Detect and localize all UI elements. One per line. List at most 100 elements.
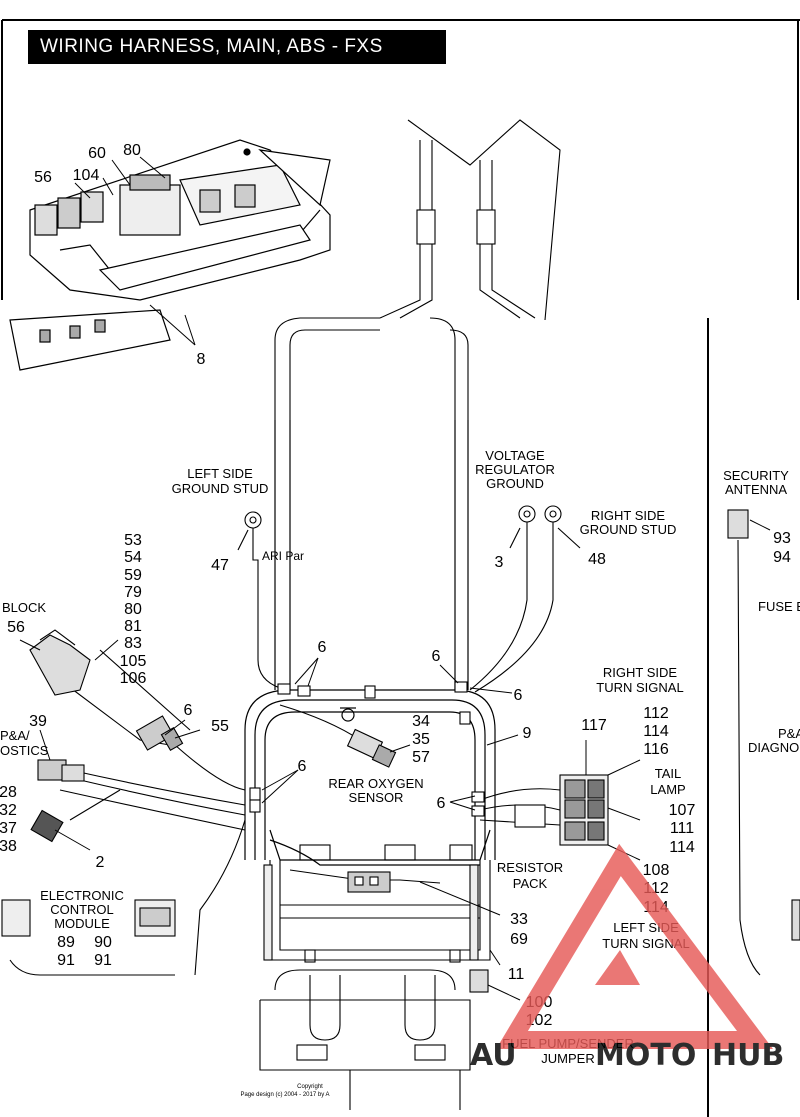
label-security-1: SECURITY xyxy=(723,468,789,483)
callout-35: 35 xyxy=(412,731,430,748)
label-pa-left-1: P&A/ xyxy=(0,728,30,743)
callout-111: 111 xyxy=(670,820,694,837)
label-security-2: ANTENNA xyxy=(725,482,787,497)
callout-47: 47 xyxy=(211,557,229,574)
callout-54: 54 xyxy=(124,549,142,566)
diagram-title: WIRING HARNESS, MAIN, ABS - FXS xyxy=(28,30,446,64)
security-antenna xyxy=(727,509,800,976)
callout-83: 83 xyxy=(124,635,142,652)
label-ecm-3: MODULE xyxy=(54,916,110,931)
label-left-ground-1: LEFT SIDE xyxy=(187,466,253,481)
callout-numbers: 60 80 56 104 8 47 3 48 93 94 53 54 59 79… xyxy=(0,142,791,1029)
callout-6-mid-left: 6 xyxy=(298,758,307,775)
callout-116: 116 xyxy=(643,741,669,758)
resistor-pack-connector xyxy=(289,869,441,893)
callout-93: 93 xyxy=(773,530,791,547)
callout-94: 94 xyxy=(773,549,791,566)
label-vreg-3: GROUND xyxy=(486,476,544,491)
label-rts-2: TURN SIGNAL xyxy=(596,680,683,695)
callout-108: 108 xyxy=(643,862,670,879)
watermark-triangle xyxy=(496,843,773,1049)
callout-114-mid: 114 xyxy=(669,839,695,856)
callout-80-list: 80 xyxy=(124,601,142,618)
label-ecm-1: ELECTRONIC xyxy=(40,888,124,903)
label-tail-1: TAIL xyxy=(655,766,682,781)
callout-79: 79 xyxy=(124,584,142,601)
label-pa-right-1: P&A xyxy=(778,726,800,741)
callout-104: 104 xyxy=(73,167,100,184)
leader-lines-top xyxy=(74,156,196,346)
callout-89: 89 xyxy=(57,934,75,951)
callout-112-top: 112 xyxy=(643,705,669,722)
callout-91-right: 91 xyxy=(94,952,112,969)
callout-91-left: 91 xyxy=(57,952,75,969)
callout-6-left: 6 xyxy=(184,702,193,719)
callout-28: 28 xyxy=(0,784,17,801)
label-copyright-1: Copyright xyxy=(297,1084,323,1090)
callout-37: 37 xyxy=(0,820,17,837)
label-resistor-1: RESISTOR xyxy=(497,860,563,875)
o2-sensor-connector xyxy=(346,728,397,768)
callout-59: 59 xyxy=(124,567,142,584)
watermark-text-mid: MOTO xyxy=(595,1038,696,1073)
callout-107: 107 xyxy=(669,802,696,819)
fuse-holder-assembly xyxy=(9,139,331,371)
left-connectors xyxy=(1,629,184,937)
label-resistor-2: PACK xyxy=(513,876,548,891)
right-ground-stud xyxy=(474,505,581,693)
callout-106: 106 xyxy=(120,670,147,687)
label-fuse: FUSE B xyxy=(758,599,800,614)
label-vreg-2: REGULATOR xyxy=(475,462,555,477)
callout-38: 38 xyxy=(0,838,17,855)
label-pa-right-2: DIAGNO xyxy=(748,740,799,755)
callout-6-top-right: 6 xyxy=(432,648,441,665)
watermark-text-left: AU xyxy=(470,1038,517,1073)
callout-48: 48 xyxy=(588,551,606,568)
upper-harness xyxy=(274,119,561,420)
callout-6-right: 6 xyxy=(514,687,523,704)
callout-53: 53 xyxy=(124,532,142,549)
callout-34: 34 xyxy=(412,713,430,730)
label-pa-left-2: OSTICS xyxy=(0,743,49,758)
frame-structure xyxy=(259,844,491,1110)
label-rts-1: RIGHT SIDE xyxy=(603,665,677,680)
label-right-ground-2: GROUND STUD xyxy=(580,522,677,537)
label-ecm-2: CONTROL xyxy=(50,902,114,917)
label-block: BLOCK xyxy=(2,600,46,615)
callout-8: 8 xyxy=(197,351,206,368)
callout-11: 11 xyxy=(508,966,525,983)
callout-6-mid-right: 6 xyxy=(437,795,446,812)
callout-105: 105 xyxy=(120,653,147,670)
label-lts-2: TURN SIGNAL xyxy=(602,936,689,951)
callout-56-top: 56 xyxy=(34,169,52,186)
callout-33: 33 xyxy=(510,911,528,928)
watermark-text-right: HUB xyxy=(712,1038,784,1073)
label-o2-1: REAR OXYGEN xyxy=(328,776,423,791)
callout-2: 2 xyxy=(96,854,105,871)
label-tail-2: LAMP xyxy=(650,782,685,797)
callout-69: 69 xyxy=(510,931,528,948)
callout-55: 55 xyxy=(211,718,229,735)
callout-leaders xyxy=(19,519,771,1001)
watermark-inner-triangle xyxy=(595,950,640,985)
label-faint-watermark: ARI Par xyxy=(262,549,304,563)
label-vreg-1: VOLTAGE xyxy=(485,448,545,463)
label-left-ground-2: GROUND STUD xyxy=(172,481,269,496)
vreg-ground-stud xyxy=(469,505,536,691)
left-ground-stud xyxy=(237,511,281,689)
callout-32: 32 xyxy=(0,802,17,819)
watermark-logo: AU MOTO HUB xyxy=(470,843,784,1073)
callout-60: 60 xyxy=(88,145,106,162)
callout-117: 117 xyxy=(581,717,607,734)
callout-6-top-left: 6 xyxy=(318,639,327,656)
callout-39: 39 xyxy=(29,713,47,730)
label-fuel-2: JUMPER xyxy=(541,1051,594,1066)
callout-114-top: 114 xyxy=(643,723,669,740)
tail-lamp-assembly xyxy=(479,774,609,846)
callout-81: 81 xyxy=(124,618,142,635)
callout-9: 9 xyxy=(523,725,532,742)
callout-3: 3 xyxy=(495,554,504,571)
label-o2-2: SENSOR xyxy=(349,790,404,805)
label-right-ground-1: RIGHT SIDE xyxy=(591,508,665,523)
